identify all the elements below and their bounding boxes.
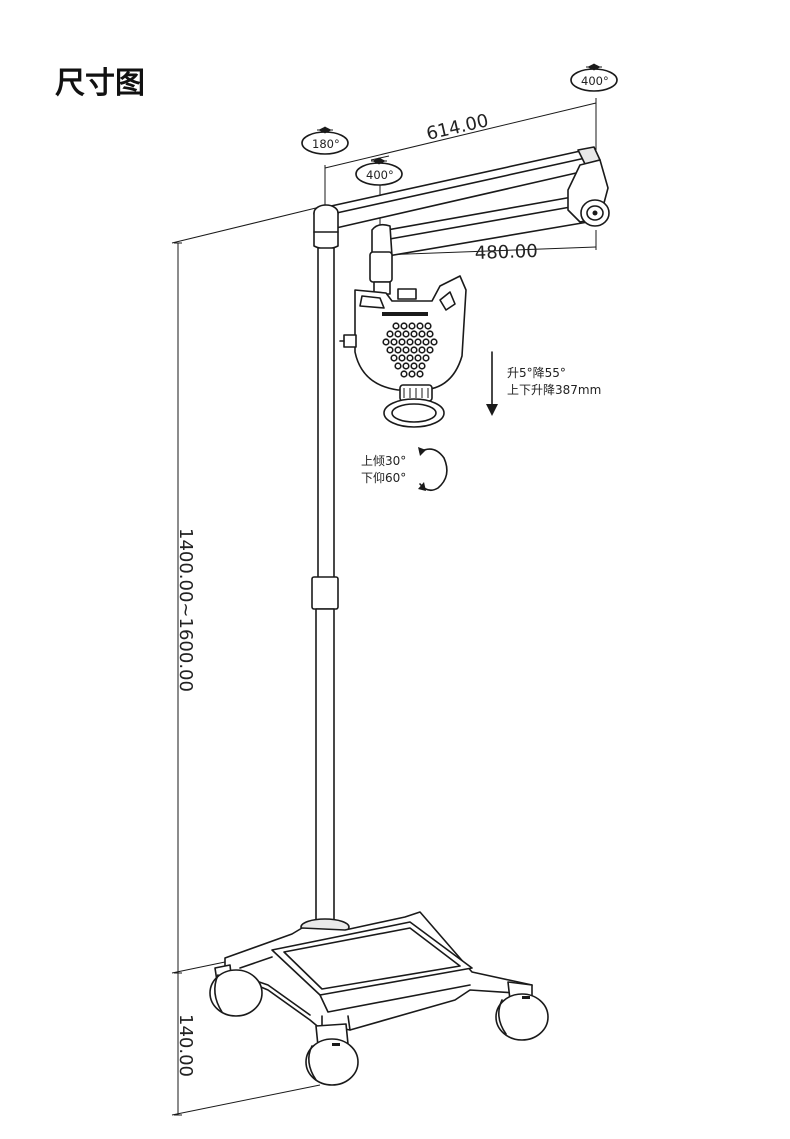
lamp-led-grid (382, 322, 438, 378)
led-hole (394, 346, 402, 354)
arm-lower-label: 480.00 (474, 241, 538, 264)
svg-text:400°: 400° (366, 168, 394, 182)
led-hole (414, 338, 422, 346)
pole (300, 247, 350, 936)
led-hole (418, 330, 426, 338)
led-hole (414, 354, 422, 362)
led-hole (424, 322, 432, 330)
led-hole (430, 338, 438, 346)
led-hole (410, 330, 418, 338)
led-hole (400, 322, 408, 330)
led-hole (426, 330, 434, 338)
led-hole (416, 370, 424, 378)
lamp-handle (383, 384, 445, 428)
led-hole (398, 354, 406, 362)
led-hole (402, 362, 410, 370)
led-hole (418, 362, 426, 370)
base-height-label: 140.00 (175, 1014, 196, 1077)
page-title: 尺寸图 (55, 66, 145, 101)
rotation-badge-arm-mid: 400° (355, 157, 403, 186)
caster-front-left (209, 964, 263, 1017)
caster-front (305, 1023, 359, 1086)
led-hole (394, 330, 402, 338)
led-hole (410, 362, 418, 370)
led-hole (422, 354, 430, 362)
led-hole (382, 338, 390, 346)
pole-top-cap (313, 204, 339, 250)
arm-upper-label: 614.00 (424, 110, 490, 145)
wrist-joint (567, 159, 610, 227)
rotation-badge-pole-top: 180° (301, 126, 349, 155)
caster-right (495, 981, 549, 1041)
led-hole (406, 338, 414, 346)
led-hole (406, 354, 414, 362)
led-hole (398, 338, 406, 346)
svg-text:400°: 400° (581, 74, 609, 88)
lamp-neck (369, 251, 393, 295)
led-hole (418, 346, 426, 354)
svg-text:180°: 180° (312, 137, 340, 151)
lift-arrow (486, 351, 498, 416)
base (224, 911, 533, 1031)
tilt-note-line1: 上倾30° (361, 454, 406, 468)
rotation-badge-arm-end: 400° (570, 63, 618, 92)
led-hole (386, 346, 394, 354)
led-hole (400, 370, 408, 378)
lift-note-line2: 上下升降387mm (507, 383, 601, 397)
led-hole (416, 322, 424, 330)
led-hole (422, 338, 430, 346)
led-hole (402, 346, 410, 354)
led-hole (390, 354, 398, 362)
tilt-note-line2: 下仰60° (361, 470, 406, 485)
led-hole (408, 322, 416, 330)
height-dimension (171, 206, 321, 1116)
led-hole (426, 346, 434, 354)
lift-note-line1: 升5°降55° (507, 366, 566, 380)
led-hole (392, 322, 400, 330)
led-hole (410, 346, 418, 354)
led-hole (394, 362, 402, 370)
led-hole (386, 330, 394, 338)
tilt-rotation-icon (418, 447, 448, 492)
led-hole (408, 370, 416, 378)
lamp-head (339, 275, 467, 391)
led-hole (390, 338, 398, 346)
height-range-label: 1400.00~1600.00 (175, 528, 196, 692)
led-hole (402, 330, 410, 338)
